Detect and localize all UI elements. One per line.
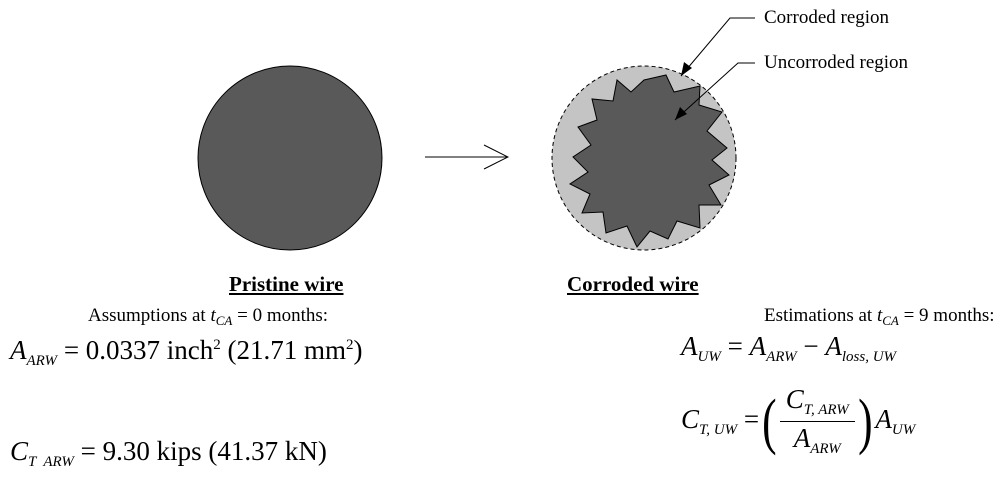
time-symbol: t xyxy=(210,305,216,326)
time-subscript: CA xyxy=(215,313,233,328)
capacity-symbol: C xyxy=(10,436,29,466)
assumptions-suffix: = 0 months: xyxy=(232,305,329,326)
eq2-lhs-symbol: C xyxy=(681,403,700,434)
left-parenthesis: ( xyxy=(762,387,777,456)
eq2-tail-symbol: A xyxy=(875,403,892,434)
eq1-equals: = xyxy=(720,331,750,361)
uncorroded-area-equation: AUW = AARW − Aloss, UW xyxy=(681,333,896,365)
eq1-rhs2-symbol: A xyxy=(825,331,842,361)
area-assumption: AARW = 0.0337 inch2 (21.71 mm2) xyxy=(10,337,363,369)
capacity-assumption: CT ARW = 9.30 kips (41.37 kN) xyxy=(10,438,327,470)
eq1-lhs-subscript: UW xyxy=(697,349,721,365)
eq2-lhs-subscript: T, UW xyxy=(699,421,738,438)
pristine-wire-caption: Pristine wire xyxy=(229,272,344,296)
assumptions-heading: Assumptions at tCA = 0 months: xyxy=(88,306,328,327)
area-metric-value: (21.71 mm xyxy=(220,335,347,365)
right-parenthesis: ) xyxy=(857,387,873,456)
corroded-wire-caption: Corroded wire xyxy=(567,272,699,296)
capacity-value: = 9.30 kips (41.37 kN) xyxy=(73,436,327,466)
eq2-num-symbol: C xyxy=(785,384,804,414)
uncorroded-region-leader xyxy=(674,62,755,121)
capacity-subscript: T ARW xyxy=(28,454,74,470)
eq1-rhs1-symbol: A xyxy=(749,331,767,361)
area-subscript: ARW xyxy=(26,353,58,369)
uncorroded-region-core xyxy=(569,74,730,248)
eq2-tail-subscript: UW xyxy=(891,421,916,438)
eq1-rhs1-subscript: ARW xyxy=(766,349,797,365)
corroded-region-leader xyxy=(680,17,755,77)
eq1-rhs2-subscript: loss, UW xyxy=(841,349,897,365)
eq2-den-symbol: A xyxy=(793,423,811,453)
assumptions-prefix: Assumptions at xyxy=(88,305,211,326)
capacity-equation: CT, UW = ( CT, ARW AARW ) AUW xyxy=(681,386,915,457)
uncorroded-region-label: Uncorroded region xyxy=(764,52,909,73)
fraction-numerator: CT, ARW xyxy=(779,384,855,422)
estimations-heading: Estimations at tCA = 9 months: xyxy=(764,306,995,327)
eq1-lhs-symbol: A xyxy=(681,331,698,361)
area-value: = 0.0337 inch xyxy=(57,335,214,365)
area-exponent: 2 xyxy=(213,337,221,353)
eq2-num-subscript: T, ARW xyxy=(803,402,849,418)
area-metric-close: ) xyxy=(353,335,363,365)
estimations-prefix: Estimations at xyxy=(764,305,877,326)
capacity-ratio-fraction: CT, ARW AARW xyxy=(779,384,855,457)
area-symbol: A xyxy=(10,335,27,365)
pristine-wire-circle xyxy=(197,65,383,251)
corroded-region-label: Corroded region xyxy=(764,7,890,28)
area-metric-exponent: 2 xyxy=(346,337,354,353)
estimations-suffix: = 9 months: xyxy=(898,305,995,326)
time-symbol: t xyxy=(876,305,883,326)
fraction-denominator: AARW xyxy=(780,422,855,457)
eq2-den-subscript: ARW xyxy=(810,441,841,457)
time-subscript: CA xyxy=(882,313,899,328)
eq2-equals: = xyxy=(737,403,760,434)
eq1-minus: − xyxy=(796,331,826,361)
transform-arrow xyxy=(425,144,510,170)
